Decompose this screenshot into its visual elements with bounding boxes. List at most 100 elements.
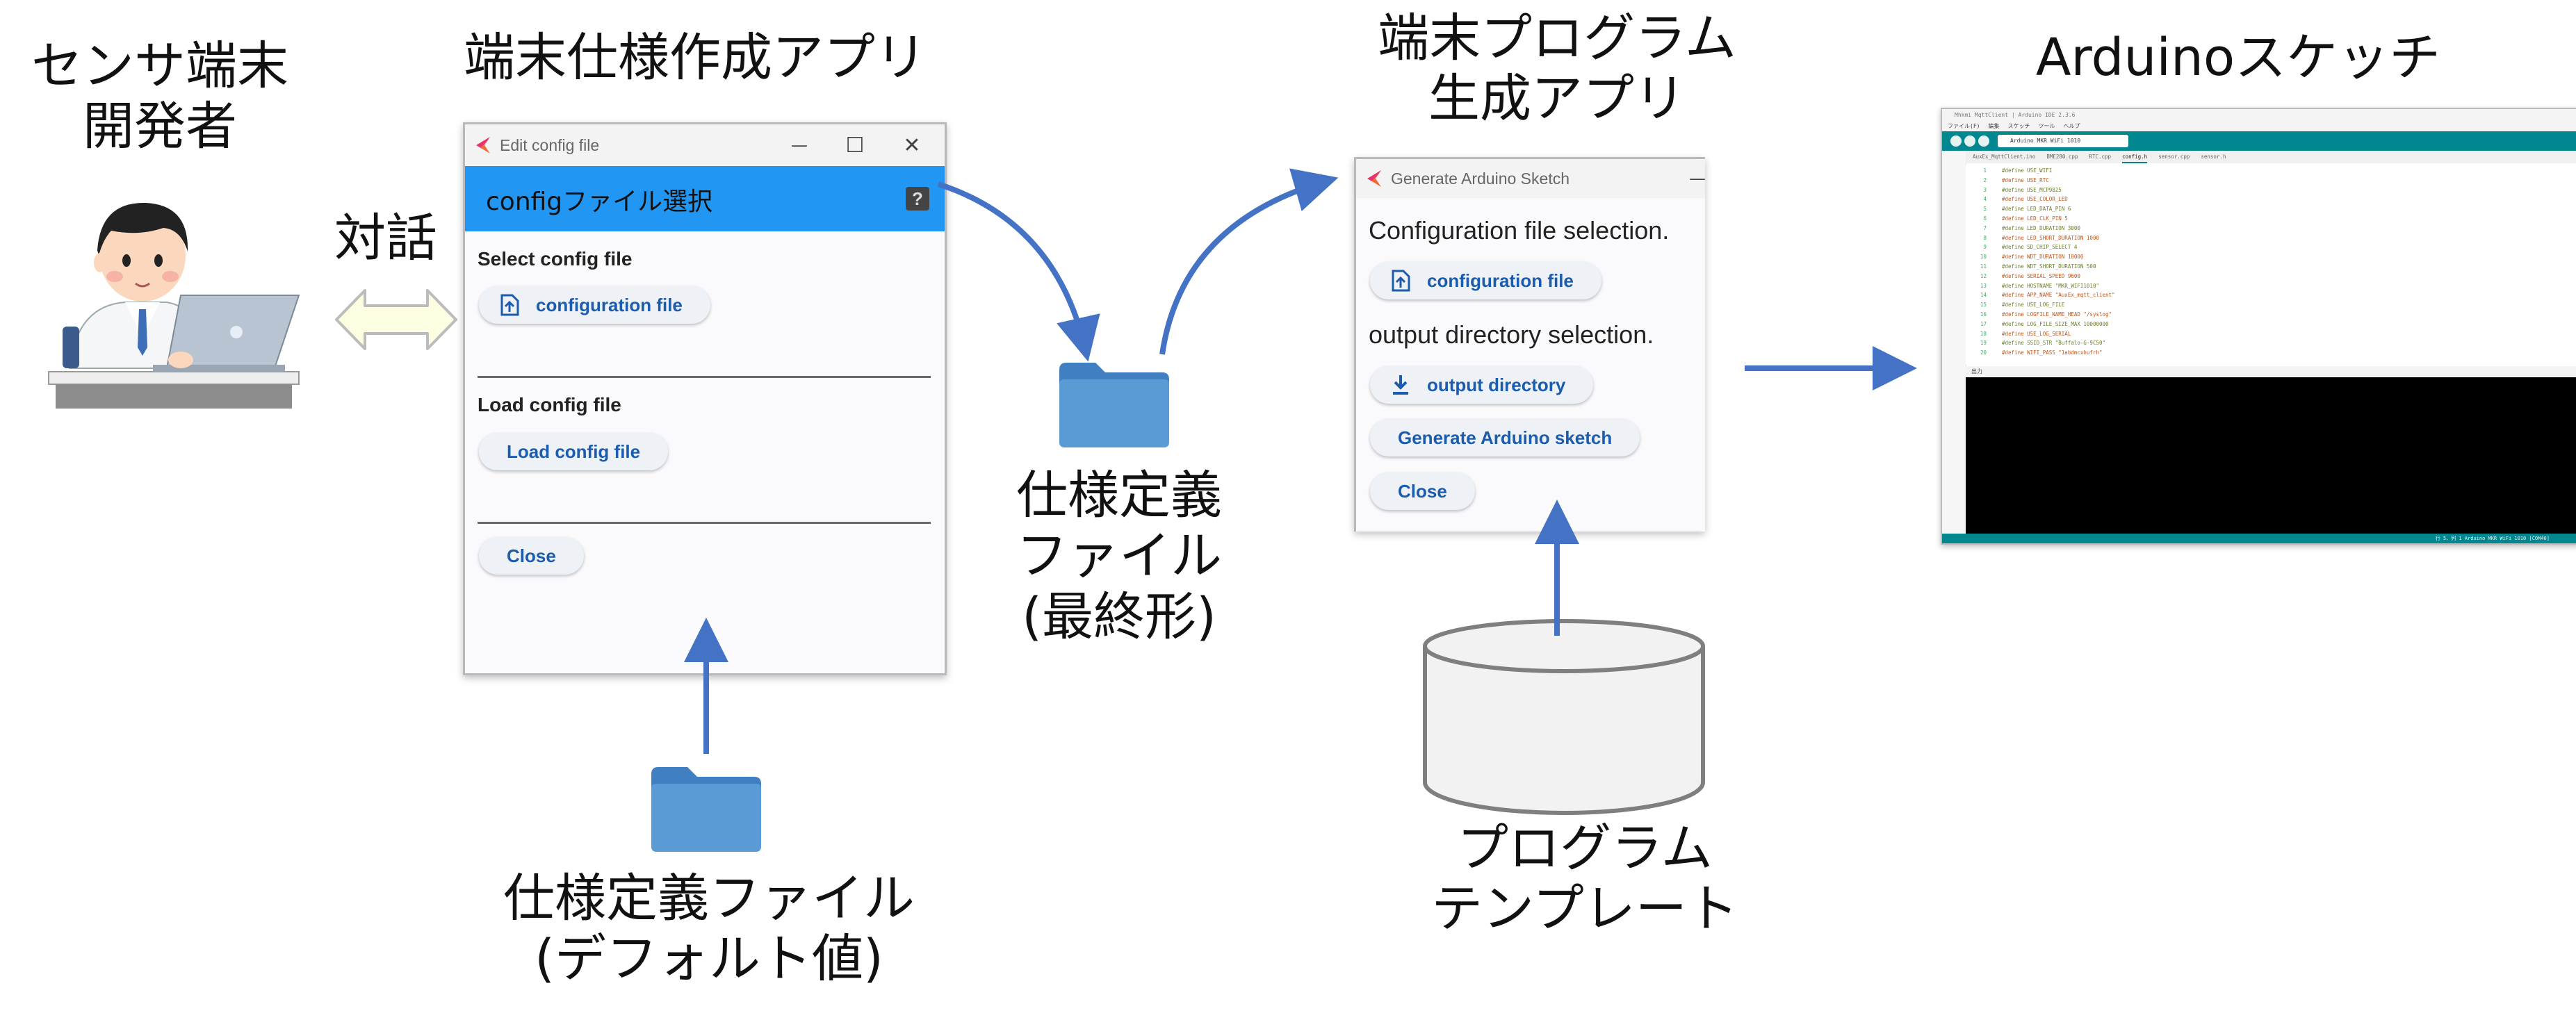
load-config-button[interactable]: Load config file <box>479 433 669 470</box>
code-line: 11 #define WDT_SHORT_DURATION 500 <box>1966 263 2096 270</box>
maximize-button[interactable]: ☐ <box>845 133 865 158</box>
code-text: #define LED_CLK_PIN 5 <box>2002 215 2068 222</box>
configuration-file-button-label: configuration file <box>536 294 683 315</box>
code-line: 18 #define USE_LOG_SERIAL <box>1966 331 2071 337</box>
code-text: #define USE_LOG_FILE <box>2002 302 2065 308</box>
code-text: #define USE_WIFI <box>2002 167 2053 174</box>
code-text: #define USE_MCP9825 <box>2002 186 2062 193</box>
ide-statusbar: 行 5、列 1 Arduino MKR WiFi 1010 [COM40] <box>1942 534 2576 543</box>
ide-menu-item[interactable]: ヘルプ <box>2063 123 2080 129</box>
output-label: 出力 <box>1971 368 1982 374</box>
generate-window: Generate Arduino Sketch — Configuration … <box>1354 157 1705 532</box>
select-config-label: Select config file <box>478 248 633 270</box>
generate-sketch-button[interactable]: Generate Arduino sketch <box>1370 419 1640 456</box>
line-number: 15 <box>1980 302 1987 308</box>
config-header-bar: configファイル選択 ? <box>465 166 945 231</box>
line-number: 16 <box>1980 311 1987 318</box>
arduino-ide-window: Mhkmi MqttClient | Arduino IDE 2.3.6 ファイ… <box>1941 108 2576 545</box>
code-line: 13#define HOSTNAME "MKR_WIFI1010" <box>1966 283 2099 289</box>
ide-menu-item[interactable]: ツール <box>2038 123 2055 129</box>
download-icon <box>1393 375 1408 395</box>
code-editor[interactable]: 1#define USE_WIFI 2 #define USE_RTC 3 #defin… <box>1966 165 2576 365</box>
developer-illustration <box>48 202 300 409</box>
configuration-file-button[interactable]: configuration file <box>1370 262 1601 299</box>
line-number: 19 <box>1980 340 1987 347</box>
verify-icon[interactable] <box>1950 135 1962 147</box>
developer-label: センサ端末 開発者 <box>31 36 288 157</box>
close-button[interactable]: Close <box>479 537 584 575</box>
ide-file-tab[interactable]: config.h <box>2122 151 2148 163</box>
upload-icon[interactable] <box>1964 135 1975 147</box>
minimize-button[interactable]: — <box>1689 169 1705 188</box>
close-window-button[interactable]: ✕ <box>903 133 921 158</box>
code-line: 16#define LOGFILE_NAME_HEAD "/syslog" <box>1966 311 2112 318</box>
status-text: 行 5、列 1 Arduino MKR WiFi 1010 [COM40] <box>2435 536 2550 541</box>
program-template-label: プログラム テンプレート <box>1431 818 1738 939</box>
ide-titlebar: Mhkmi MqttClient | Arduino IDE 2.3.6 <box>1942 109 2576 122</box>
line-number: 3 <box>1983 186 1987 193</box>
program-app-title: 端末プログラム 生成アプリ <box>1378 8 1736 129</box>
line-number: 10 <box>1980 254 1987 261</box>
line-number: 18 <box>1980 330 1987 337</box>
code-text: #define SSID_STR "Buffalo-G-9C50" <box>2002 340 2106 347</box>
ide-menu-item[interactable]: 編集 <box>1988 123 2000 129</box>
arrow-config-to-final-file <box>937 181 1100 362</box>
code-line: 12#define SERIAL_SPEED 9600 <box>1966 273 2080 279</box>
line-number: 5 <box>1983 206 1987 213</box>
code-text: #define LED_DURATION 3000 <box>2002 224 2080 231</box>
code-text: #define USE_COLOR_LED <box>2002 196 2068 203</box>
output-header: 出力 <box>1966 366 2576 377</box>
ide-file-tab[interactable]: BME280.cpp <box>2046 154 2078 160</box>
code-text: #define USE_RTC <box>2002 176 2049 183</box>
final-spec-file-label: 仕様定義 ファイル (最終形) <box>1016 466 1222 647</box>
line-number: 12 <box>1980 272 1987 279</box>
ide-file-tab[interactable]: AuxEx_MqttClient.ino <box>1973 154 2036 160</box>
ide-file-tab[interactable]: sensor.cpp <box>2158 154 2190 160</box>
line-number: 14 <box>1980 292 1987 299</box>
configuration-file-button[interactable]: configuration file <box>479 286 710 324</box>
code-text: #define SD_CHIP_SELECT 4 <box>2002 244 2078 251</box>
help-icon[interactable]: ? <box>906 187 929 211</box>
file-upload-icon <box>1392 270 1410 292</box>
default-spec-file-label: 仕様定義ファイル (デフォルト値) <box>503 868 915 989</box>
code-text: #define HOSTNAME "MKR_WIFI1010" <box>2002 282 2099 289</box>
code-line: 4#define USE_COLOR_LED <box>1966 196 2068 203</box>
line-number: 2 <box>1983 176 1987 183</box>
minimize-button[interactable]: — <box>791 135 808 155</box>
code-line: 20#define WIFI_PASS "1abdmcxhufrh" <box>1966 349 2103 356</box>
code-text: #define LED_DATA_PIN 6 <box>2002 206 2071 213</box>
code-text: #define WIFI_PASS "1abdmcxhufrh" <box>2002 349 2103 356</box>
board-selector[interactable]: Arduino MKR WiFi 1010 <box>1998 135 2128 147</box>
code-line: 9#define SD_CHIP_SELECT 4 <box>1966 244 2077 250</box>
code-line: 2 #define USE_RTC <box>1966 176 2049 183</box>
output-console <box>1966 377 2576 534</box>
line-number: 11 <box>1980 263 1987 270</box>
code-text: #define WDT_SHORT_DURATION 500 <box>2002 263 2096 270</box>
output-directory-button[interactable]: output directory <box>1370 366 1594 404</box>
generate-sketch-button-label: Generate Arduino sketch <box>1398 427 1613 448</box>
code-text: #define APP_NAME "AuxEx_mqtt_client" <box>2002 292 2115 299</box>
debug-icon[interactable] <box>1978 135 1989 147</box>
ide-file-tab[interactable]: RTC.cpp <box>2089 154 2112 160</box>
code-line: 1#define USE_WIFI <box>1966 167 2052 174</box>
ide-file-tab[interactable]: sensor.h <box>2201 154 2226 160</box>
configuration-file-button-label: configuration file <box>1427 270 1574 291</box>
ide-menu-item[interactable]: ファイル(F) <box>1948 123 1980 129</box>
code-line: 10#define WDT_DURATION 10000 <box>1966 254 2083 260</box>
config-window-titlebar[interactable]: Edit config file <box>465 124 945 166</box>
output-directory-button-label: output directory <box>1427 374 1566 395</box>
arrow-final-file-to-generator <box>1159 168 1339 355</box>
dialogue-label: 対話 <box>334 208 437 268</box>
load-config-button-label: Load config file <box>507 440 641 462</box>
generate-window-titlebar[interactable]: Generate Arduino Sketch <box>1356 159 1705 198</box>
close-button-label: Close <box>1398 480 1447 502</box>
close-button[interactable]: Close <box>1370 472 1475 510</box>
line-number: 8 <box>1983 234 1987 241</box>
arduino-title: Arduinoスケッチ <box>2035 28 2441 88</box>
ide-menu-item[interactable]: スケッチ <box>2007 123 2030 129</box>
line-number: 17 <box>1980 320 1987 327</box>
load-config-label: Load config file <box>478 394 621 415</box>
code-text: #define USE_LOG_SERIAL <box>2002 330 2071 337</box>
output-selection-label: output directory selection. <box>1369 320 1654 349</box>
section-divider <box>478 522 931 524</box>
